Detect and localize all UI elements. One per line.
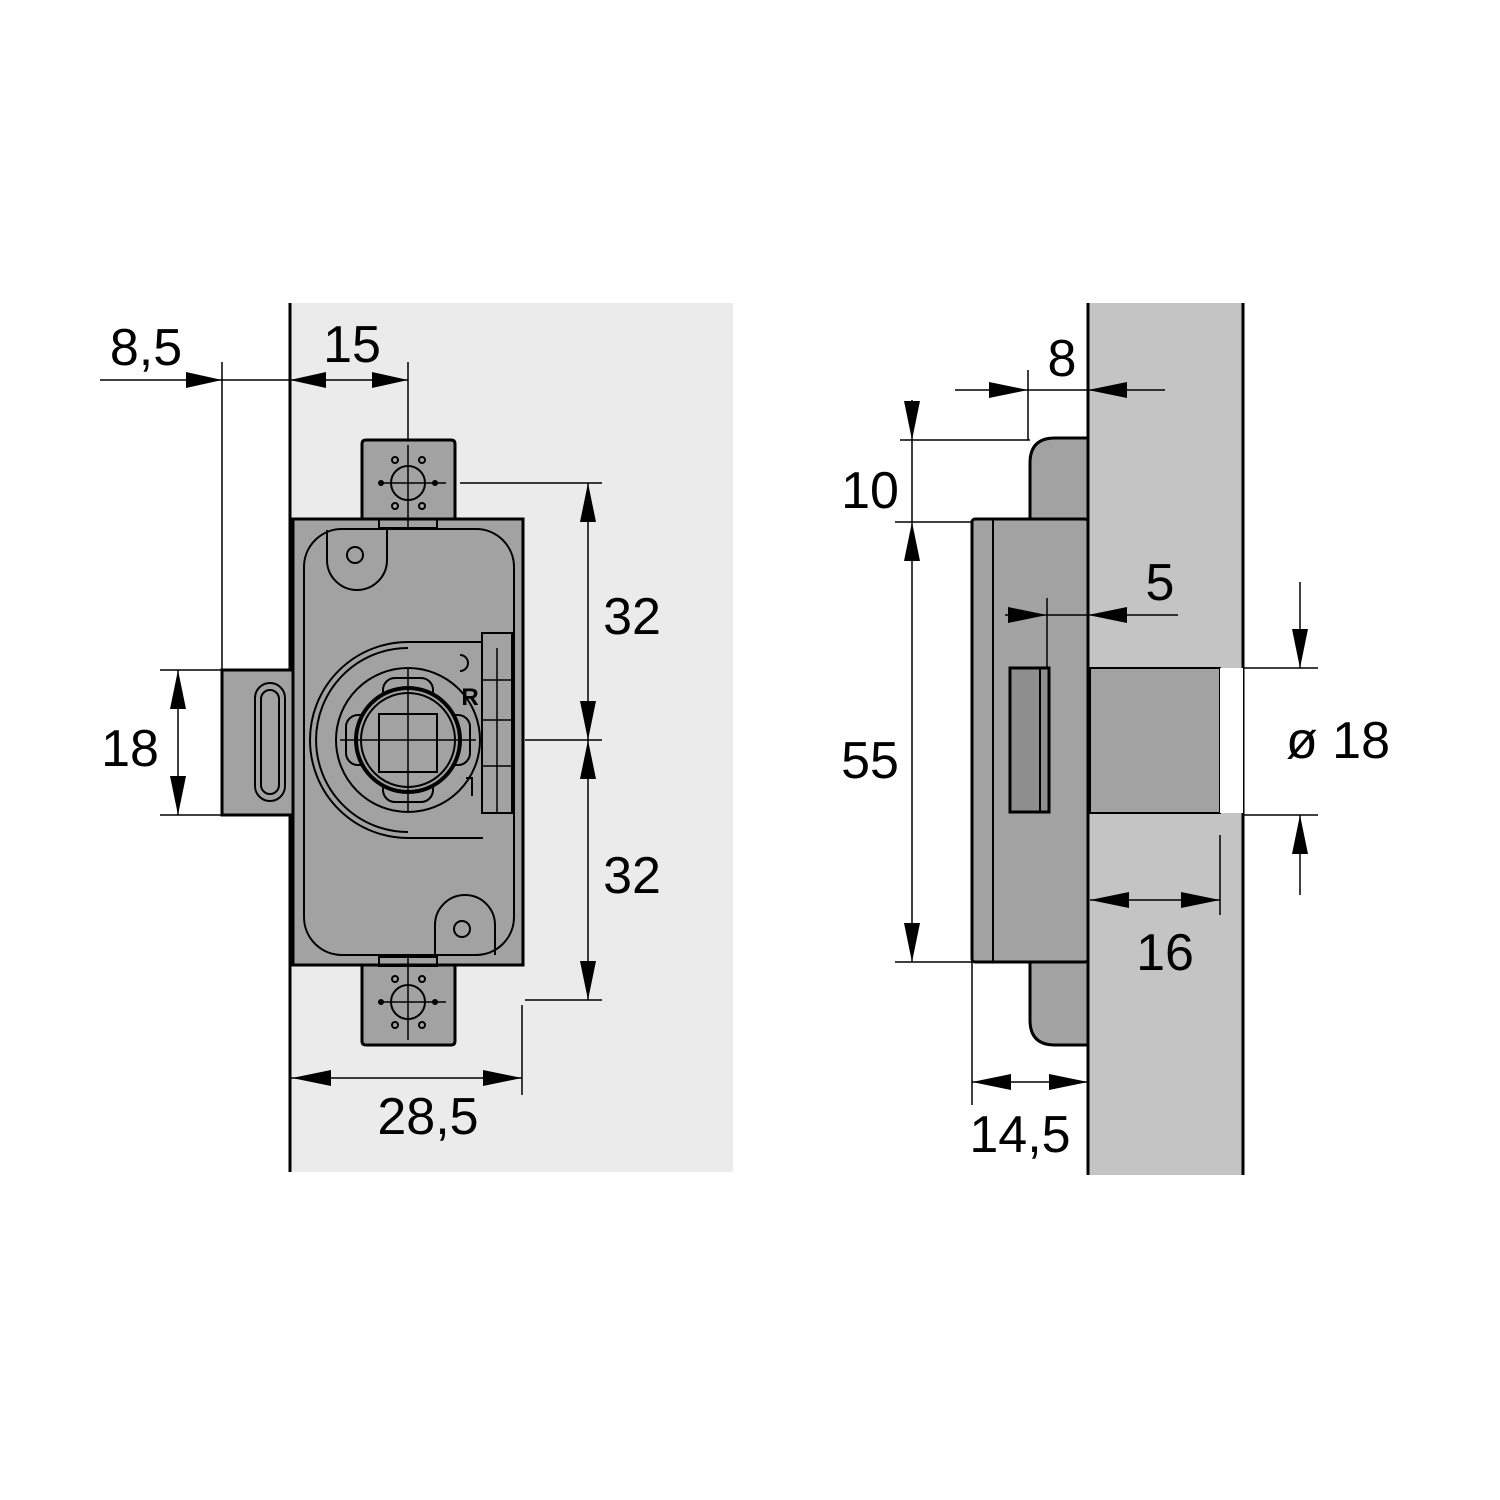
lower-screw-icon [453, 920, 471, 938]
dimension-body-width: 28,5 [290, 1005, 523, 1146]
dimension-label-bolt-offset: 8,5 [110, 319, 182, 377]
bottom-screw-hole [378, 956, 446, 1040]
bolt-slot-inner [260, 689, 280, 795]
dimension-edge-to-center: 15 [222, 316, 409, 440]
dimension-bolt-height: 18 [101, 669, 222, 816]
bolt [220, 668, 296, 817]
bolt-slot [254, 682, 286, 802]
dimension-label-body-height: 55 [841, 732, 899, 790]
dimension-cylinder-length: 16 [1090, 835, 1221, 982]
dimension-label-edge-to-center: 15 [323, 316, 381, 374]
dimension-cylinder-diameter: ø 18 [1243, 582, 1390, 895]
dimension-label-flange-overhang: 10 [841, 462, 899, 520]
drill-hole [1220, 668, 1243, 813]
dimension-bolt-offset: 8,5 [100, 319, 223, 670]
dimension-label-cylinder-diameter: ø 18 [1286, 712, 1390, 770]
dimension-label-body-width: 28,5 [377, 1088, 478, 1146]
dimension-label-bolt-height: 18 [101, 720, 159, 778]
cylinder-barrel [1089, 667, 1221, 814]
cylinder-face [309, 641, 483, 839]
dimension-label-upper-spacing: 32 [603, 588, 661, 646]
top-screw-hole [378, 445, 446, 529]
dimension-label-body-depth: 14,5 [969, 1106, 1070, 1164]
side-view: 8 10 55 5 ø [841, 303, 1390, 1175]
dimension-heights: 10 55 [841, 400, 1030, 963]
dimension-label-cylinder-length: 16 [1136, 924, 1194, 982]
marking-letter: R [461, 684, 478, 711]
dimension-label-slot-offset: 5 [1146, 554, 1175, 612]
lower-screw-boss [434, 894, 496, 955]
dimension-slot-offset: 5 [1005, 554, 1178, 668]
front-view: R 8,5 15 32 32 [100, 303, 733, 1172]
dimension-body-depth: 14,5 [969, 962, 1088, 1164]
dimension-label-lower-spacing: 32 [603, 847, 661, 905]
upper-screw-icon [346, 546, 364, 564]
latch-slot [1008, 666, 1051, 814]
dimension-flange-depth: 8 [955, 330, 1165, 440]
dimension-hole-spacing: 32 32 [460, 482, 661, 1001]
latch-block [459, 632, 513, 814]
upper-screw-boss [326, 530, 388, 591]
dimension-label-flange-depth: 8 [1048, 330, 1077, 388]
